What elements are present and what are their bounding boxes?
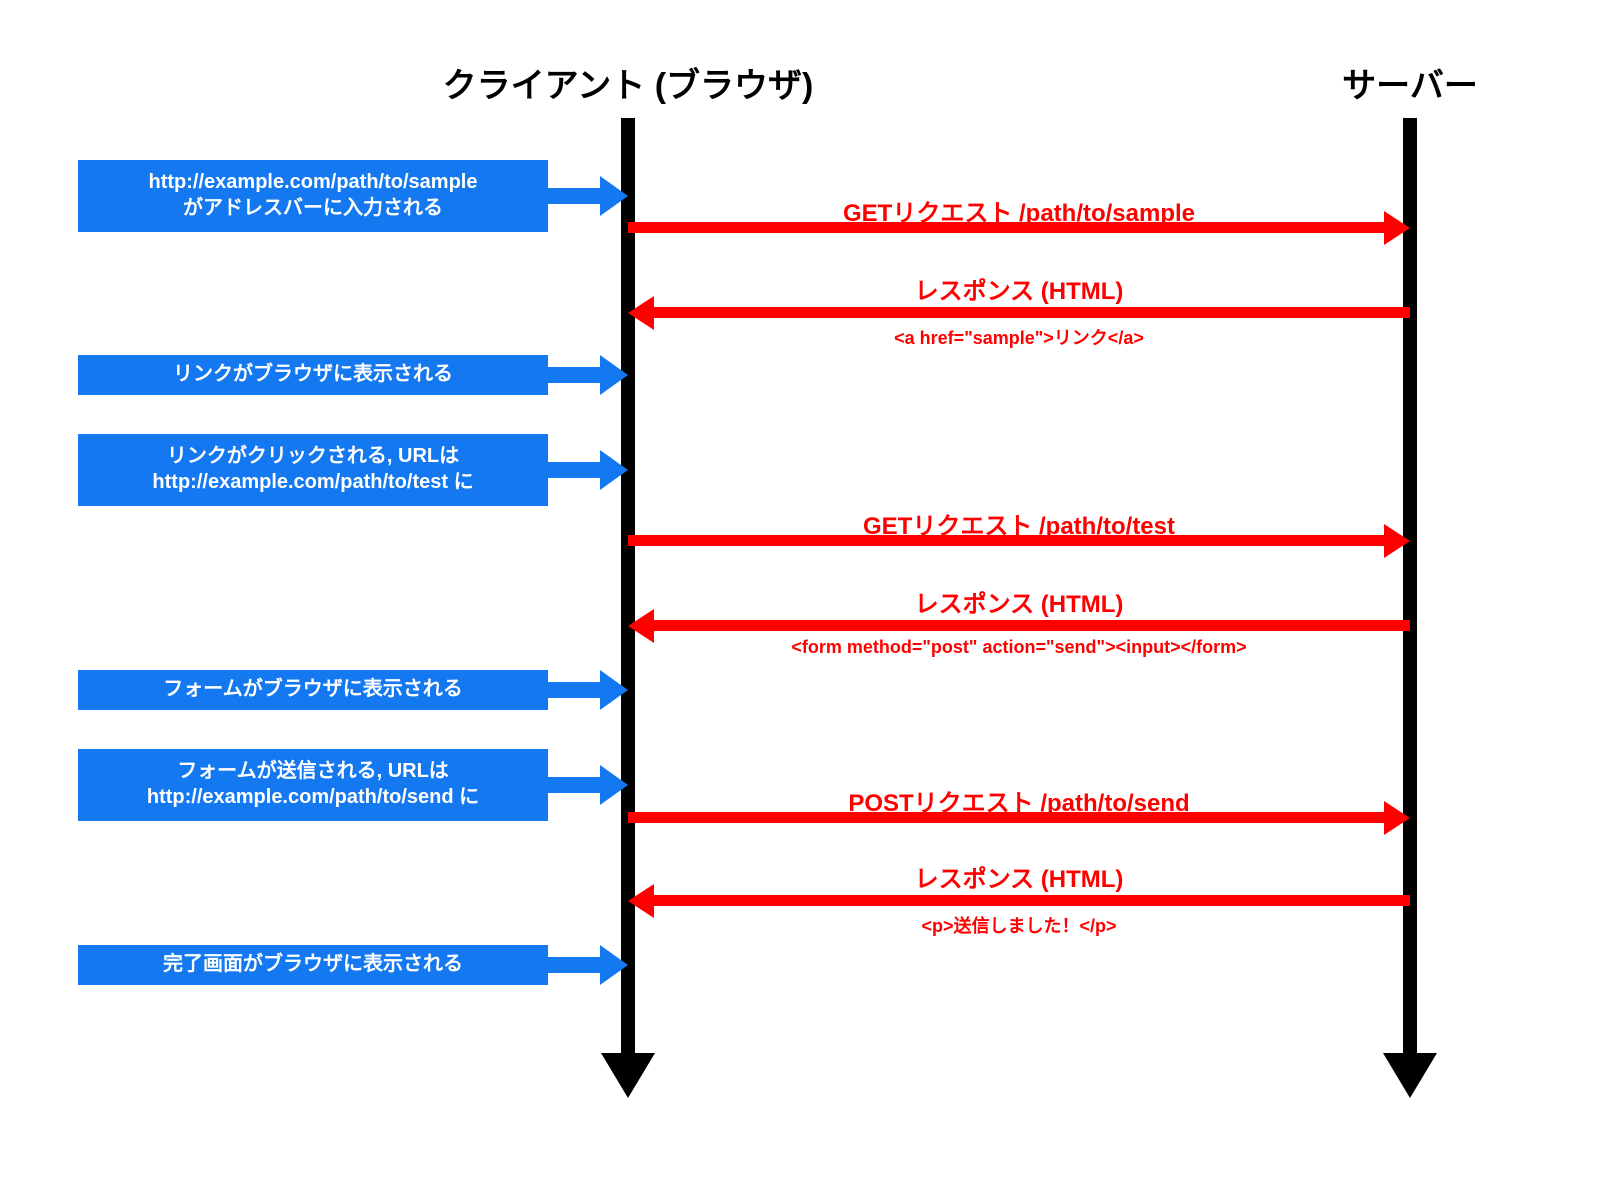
message-label: レスポンス (HTML) [914,866,1124,893]
note-line: http://example.com/path/to/test に [152,471,474,493]
note-connector-shaft [548,682,610,698]
message-arrowhead-right [1384,801,1410,835]
message-arrowhead-right [1384,524,1410,558]
note-connector-shaft [548,367,610,383]
lifeline-label-server: サーバー [1342,67,1478,105]
note-connector-arrowhead [600,945,628,985]
note-connector-arrowhead [600,355,628,395]
note-connector-arrowhead [600,176,628,216]
note-connector-arrowhead [600,450,628,490]
message-arrow-shaft [650,895,1410,906]
message-payload: <a href="sample">リンク</a> [894,328,1144,348]
message-arrow-shaft [628,222,1388,233]
message-arrow-shaft [628,535,1388,546]
note-box: http://example.com/path/to/sample がアドレスバ… [78,160,548,232]
note-line: フォームがブラウザに表示される [163,678,463,701]
lifeline-client-arrowhead [601,1053,655,1098]
note-connector-arrowhead [600,670,628,710]
note-connector-shaft [548,462,610,478]
message-label: レスポンス (HTML) [914,591,1124,618]
note-box: 完了画面がブラウザに表示される [78,945,548,985]
message-arrow-shaft [650,307,1410,318]
note-connector-shaft [548,777,610,793]
message-arrowhead-left [628,884,654,918]
note-box: リンクがブラウザに表示される [78,355,548,395]
message-arrowhead-right [1384,211,1410,245]
message-arrow-shaft [628,812,1388,823]
message-arrowhead-left [628,296,654,330]
message-payload: <form method="post" action="send"><input… [791,637,1247,657]
lifeline-client [621,118,635,1058]
note-line: http://example.com/path/to/send に [146,786,480,808]
note-connector-shaft [548,188,610,204]
message-payload: <p>送信しました！</p> [921,916,1117,936]
note-line: リンクがクリックされる, URLは [166,445,460,468]
note-line: http://example.com/path/to/sample [148,171,478,194]
lifeline-server-arrowhead [1383,1053,1437,1098]
note-connector-shaft [548,957,610,973]
lifeline-server [1403,118,1417,1058]
note-box: フォームがブラウザに表示される [78,670,548,710]
note-line: がアドレスバーに入力される [183,197,443,219]
note-connector-arrowhead [600,765,628,805]
note-box: リンクがクリックされる, URLは http://example.com/pat… [78,434,548,506]
note-box: フォームが送信される, URLは http://example.com/path… [78,749,548,821]
message-arrowhead-left [628,609,654,643]
note-line: フォームが送信される, URLは [177,760,449,783]
note-line: 完了画面がブラウザに表示される [163,953,463,976]
message-arrow-shaft [650,620,1410,631]
note-line: リンクがブラウザに表示される [173,363,453,386]
message-label: レスポンス (HTML) [914,278,1124,305]
lifeline-label-client: クライアント (ブラウザ) [442,67,814,105]
